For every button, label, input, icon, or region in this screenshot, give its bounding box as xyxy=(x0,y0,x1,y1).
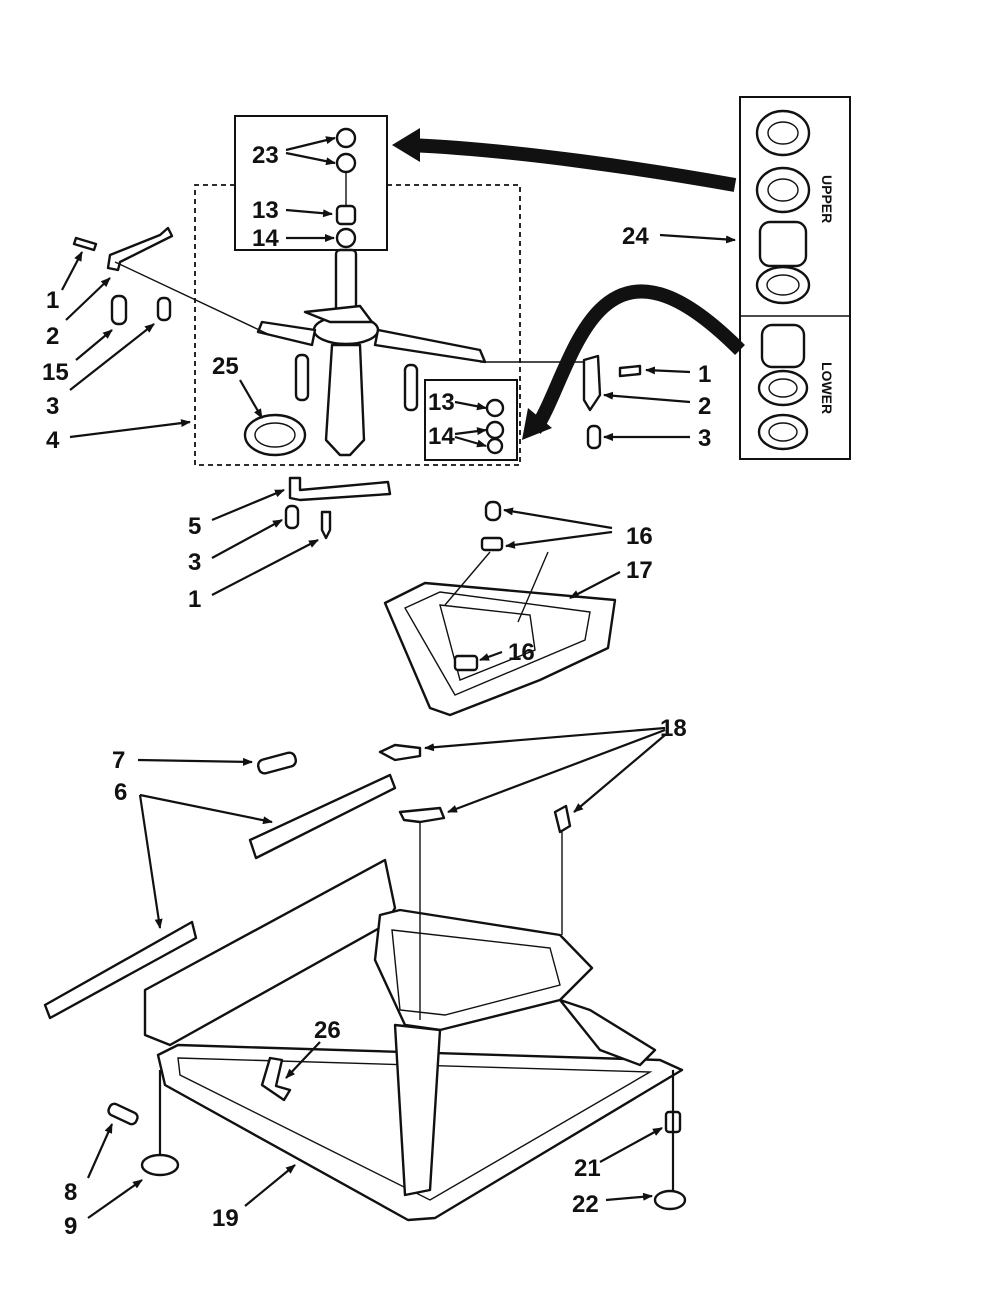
label-21: 21 xyxy=(574,1155,601,1182)
bearing-14-lower-inset-b xyxy=(486,437,504,455)
clip-18-b xyxy=(398,806,446,824)
kit-upper-label: UPPER xyxy=(819,175,835,223)
label-17: 17 xyxy=(626,557,653,584)
label-16-top: 16 xyxy=(626,523,653,550)
spider-arm-left xyxy=(256,320,317,347)
fastener-16-top xyxy=(484,500,502,522)
label-14-lower: 14 xyxy=(428,423,455,450)
leader-arrows xyxy=(61,136,736,1219)
clip-3-right xyxy=(586,424,602,450)
clip-18-c xyxy=(553,804,572,834)
kit-lower-race xyxy=(757,413,809,451)
bearing-23-lower xyxy=(335,152,357,174)
label-14-upper: 14 xyxy=(252,225,279,252)
label-2-left: 2 xyxy=(46,323,59,350)
spring-8 xyxy=(107,1102,139,1126)
clip-18-a xyxy=(378,743,422,762)
seal-25 xyxy=(243,413,307,457)
bracket-2-right xyxy=(582,354,602,412)
bearing-14-lower-inset-a xyxy=(485,420,505,440)
bearing-23-upper xyxy=(335,127,357,149)
kit-lower-bearing xyxy=(760,323,806,369)
clip-26 xyxy=(260,1056,292,1102)
kit-lower-seal xyxy=(757,369,809,407)
lower-kit-arrow xyxy=(529,284,745,434)
brace-5 xyxy=(288,476,392,502)
label-9: 9 xyxy=(64,1213,77,1240)
label-24: 24 xyxy=(622,223,649,250)
frame-leg-right xyxy=(558,998,657,1067)
label-18: 18 xyxy=(660,715,687,742)
gearcase-body xyxy=(324,343,366,457)
label-19: 19 xyxy=(212,1205,239,1232)
label-5: 5 xyxy=(188,513,201,540)
frame-center-support xyxy=(373,908,594,1032)
label-8: 8 xyxy=(64,1179,77,1206)
bracket-7 xyxy=(256,751,298,775)
label-13-lower: 13 xyxy=(428,389,455,416)
clip-3-left xyxy=(156,296,172,322)
bearing-13 xyxy=(335,204,357,226)
mounting-plate-group xyxy=(383,500,617,717)
label-4: 4 xyxy=(46,427,60,454)
bearing-13-lower-inset xyxy=(485,398,505,418)
screw-1-lower xyxy=(320,510,332,540)
label-25: 25 xyxy=(212,353,239,380)
label-13-upper: 13 xyxy=(252,197,279,224)
screw-1-right xyxy=(618,364,642,378)
label-6: 6 xyxy=(114,779,127,806)
brace-6-lower xyxy=(43,920,198,1020)
label-7: 7 xyxy=(112,747,125,774)
assembly-outline xyxy=(194,184,521,466)
fastener-16-mid xyxy=(480,536,504,552)
foot-22 xyxy=(653,1189,687,1211)
label-1-left: 1 xyxy=(46,287,59,314)
fastener-16-low xyxy=(453,654,479,672)
support-leg-1 xyxy=(294,353,310,402)
label-23: 23 xyxy=(252,142,279,169)
label-26: 26 xyxy=(314,1017,341,1044)
label-1-right: 1 xyxy=(698,361,711,388)
spider-arm-back xyxy=(303,304,374,324)
bearing-14 xyxy=(335,227,357,249)
kit-upper-seal-2 xyxy=(755,166,811,214)
label-15: 15 xyxy=(42,359,69,386)
mounting-plate-17 xyxy=(383,581,617,717)
transmission-assembly-group xyxy=(72,115,642,540)
frame-left-rail xyxy=(143,858,397,1047)
kit-upper-seal-1 xyxy=(755,109,811,157)
clip-15-left xyxy=(110,294,128,326)
label-3-lower: 3 xyxy=(188,549,201,576)
lower-bearing-inset-box xyxy=(424,379,518,461)
kit-lower-label: LOWER xyxy=(819,362,835,414)
bearing-inset-box xyxy=(234,115,388,251)
clip-3-lower xyxy=(284,504,300,530)
foot-9 xyxy=(140,1153,180,1177)
kit-upper-bearing xyxy=(758,220,808,268)
part-labels: 23 13 14 24 1 2 15 3 4 25 13 14 1 2 3 5 … xyxy=(42,142,711,1240)
label-1-lower: 1 xyxy=(188,586,201,613)
kit-upper-race xyxy=(755,265,811,305)
label-3-right: 3 xyxy=(698,425,711,452)
kit-box xyxy=(739,96,851,460)
label-22: 22 xyxy=(572,1191,599,1218)
brace-6-upper xyxy=(248,773,397,860)
base-frame-group xyxy=(43,743,687,1222)
label-2-right: 2 xyxy=(698,393,711,420)
label-3-left: 3 xyxy=(46,393,59,420)
bearing-kit-24: UPPER LOWER xyxy=(392,96,851,460)
screw-1-left xyxy=(72,236,98,252)
label-16-low: 16 xyxy=(508,639,535,666)
spider-arm-right xyxy=(373,328,487,364)
bracket-2-left xyxy=(106,226,174,272)
upper-kit-arrow xyxy=(409,138,737,192)
support-leg-2 xyxy=(403,363,419,412)
frame-leg-left xyxy=(393,1023,442,1197)
